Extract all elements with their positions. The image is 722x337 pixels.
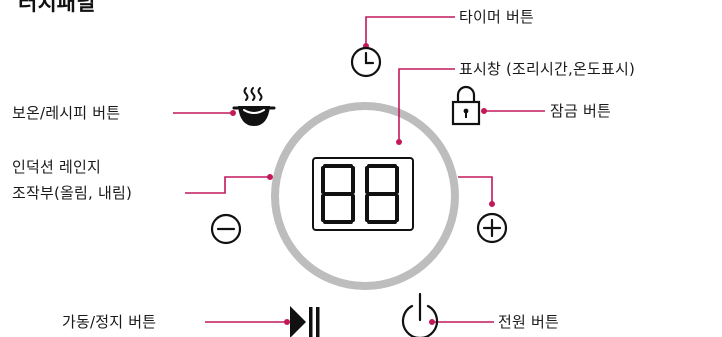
power-icon[interactable] bbox=[401, 292, 439, 337]
panel-title: 터치패널 bbox=[18, 0, 96, 15]
startstop-button-label: 가동/정지 버튼 bbox=[62, 313, 157, 331]
lock-button-label: 잠금 버튼 bbox=[550, 102, 611, 120]
display-leader-line bbox=[398, 68, 455, 142]
timer-button-label: 타이머 버튼 bbox=[459, 8, 534, 26]
display-window bbox=[312, 157, 414, 231]
display-label: 표시창 (조리시간,온도표시) bbox=[459, 60, 636, 78]
lock-icon[interactable] bbox=[451, 85, 481, 126]
keep-warm-pot-icon[interactable] bbox=[232, 87, 276, 126]
keepwarm-button-label: 보온/레시피 버튼 bbox=[12, 104, 121, 122]
plus-icon[interactable] bbox=[476, 212, 508, 244]
adjust-leader-line bbox=[185, 176, 270, 194]
play-pause-icon[interactable] bbox=[290, 306, 320, 337]
control-ring bbox=[271, 102, 459, 290]
adjust-label-line1: 인덕션 레인지 bbox=[12, 158, 101, 176]
adjust-plus-leader-line bbox=[458, 176, 493, 204]
minus-icon[interactable] bbox=[210, 213, 242, 245]
timer-icon[interactable] bbox=[350, 46, 382, 78]
power-button-label: 전원 버튼 bbox=[498, 313, 559, 331]
seven-segment-digits bbox=[321, 164, 399, 224]
adjust-label-line2: 조작부(올림, 내림) bbox=[12, 184, 133, 202]
timer-leader-line bbox=[365, 16, 455, 46]
